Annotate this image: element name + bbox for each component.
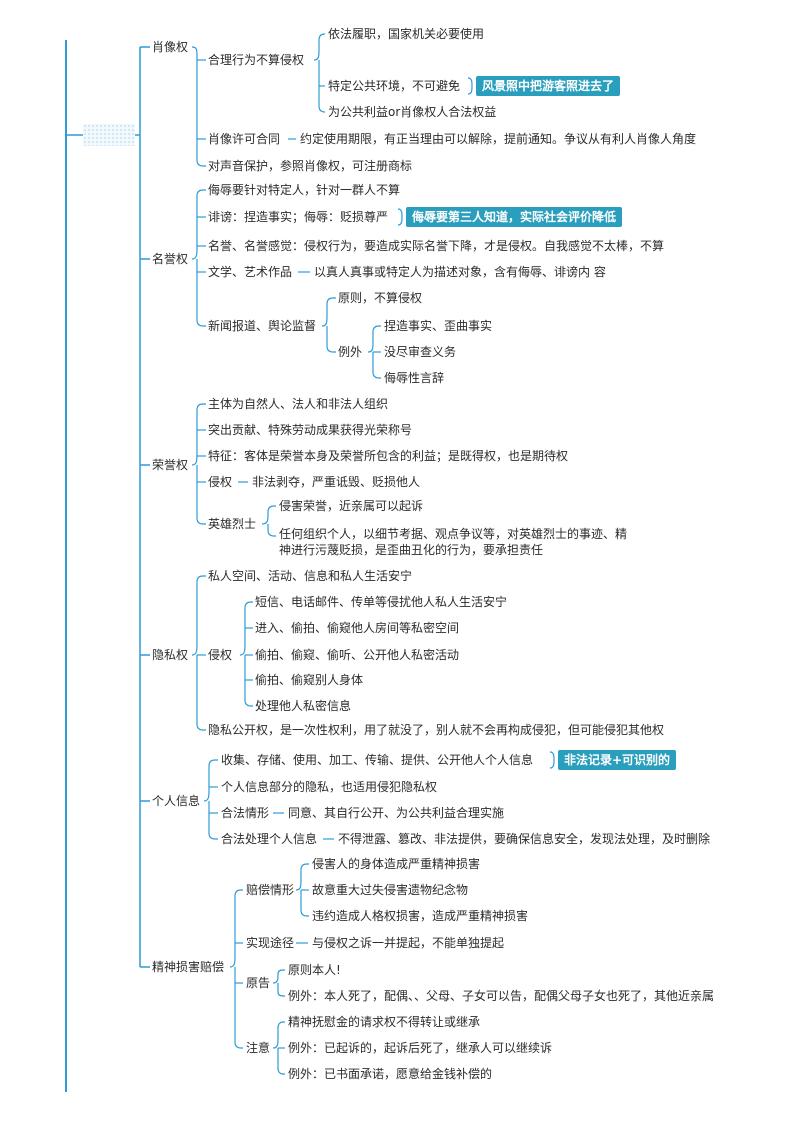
node-portrait-right: 肖像权 bbox=[152, 40, 189, 54]
node-privacy-c: 隐私公开权，是一次性权利，用了就没了，别人就不会再构成侵犯，但可能侵犯其他权 bbox=[208, 723, 665, 737]
node-mental-c1: 原则本人! bbox=[288, 963, 341, 977]
node-honor-e: 英雄烈士 bbox=[208, 517, 257, 531]
node-honor-e2-line2: 神进行污蔑贬损，是歪曲丑化的行为，要承担责任 bbox=[279, 543, 544, 557]
node-honor-d-detail: 非法剥夺，严重诋毁、贬损他人 bbox=[252, 475, 421, 489]
node-reputation-e2c: 侮辱性言辞 bbox=[384, 371, 445, 385]
node-mental-a: 赔偿情形 bbox=[246, 883, 295, 897]
node-personal-info-d-detail: 不得泄露、篡改、非法提供，要确保信息安全，发现法处理，及时删除 bbox=[338, 832, 711, 846]
node-portrait-license-detail: 约定使用期限，有正当理由可以解除，提前通知。争议从有利人肖像人角度 bbox=[300, 132, 697, 146]
node-honor-d: 侵权 bbox=[208, 475, 233, 489]
node-privacy-b5: 处理他人私密信息 bbox=[255, 699, 352, 713]
node-portrait-r1: 依法履职，国家机关必要使用 bbox=[328, 27, 485, 41]
node-mental-c: 原告 bbox=[246, 976, 271, 990]
node-privacy-b2: 进入、偷拍、偷窥他人房间等私密空间 bbox=[255, 621, 460, 635]
node-mental-damage: 精神损害赔偿 bbox=[152, 960, 225, 974]
node-personal-info-b: 个人信息部分的隐私，也适用侵犯隐私权 bbox=[221, 780, 438, 794]
node-privacy-b3: 偷拍、偷窥、偷听、公开他人私密活动 bbox=[255, 648, 460, 662]
root-node bbox=[83, 124, 135, 146]
node-personal-info-a: 收集、存储、使用、加工、传输、提供、公开他人个人信息 bbox=[221, 753, 534, 767]
node-reputation-a: 侮辱要针对特定人，针对一群人不算 bbox=[208, 183, 401, 197]
node-mental-c2: 例外：本人死了，配偶、、父母、子女可以告，配偶父母子女也死了，其他近亲属 bbox=[288, 989, 715, 1003]
node-privacy-b: 侵权 bbox=[208, 648, 233, 662]
node-reputation-e: 新闻报道、舆论监督 bbox=[208, 319, 317, 333]
node-honor-b: 突出贡献、特殊劳动成果获得光荣称号 bbox=[208, 423, 413, 437]
node-reputation-e2: 例外 bbox=[338, 345, 363, 359]
node-reputation-e2b: 没尽审查义务 bbox=[384, 345, 457, 359]
node-mental-d3: 例外：已书面承诺，愿意给金钱补偿的 bbox=[288, 1067, 493, 1081]
node-reputation-c: 名誉、名誉感觉：侵权行为，要造成实际名誉下降，才是侵权。自我感觉不太棒，不算 bbox=[208, 239, 665, 253]
node-honor-e1: 侵害荣誉，近亲属可以起诉 bbox=[279, 499, 424, 513]
node-personal-info: 个人信息 bbox=[152, 794, 201, 808]
node-honor-a: 主体为自然人、法人和非法人组织 bbox=[208, 397, 389, 411]
node-reputation-right: 名誉权 bbox=[152, 252, 189, 266]
node-portrait-license: 肖像许可合同 bbox=[208, 132, 281, 146]
node-privacy-b4: 偷拍、偷窥别人身体 bbox=[255, 673, 364, 687]
node-mental-a1: 侵害人的身体造成严重精神损害 bbox=[312, 857, 481, 871]
node-reputation-b: 诽谤：捏造事实；侮辱：贬损尊严 bbox=[208, 210, 389, 224]
node-reputation-e2a: 捏造事实、歪曲事实 bbox=[384, 319, 493, 333]
node-personal-info-c: 合法情形 bbox=[221, 806, 270, 820]
node-privacy-right: 隐私权 bbox=[152, 648, 189, 662]
node-reputation-e1: 原则，不算侵权 bbox=[338, 291, 423, 305]
node-portrait-voice: 对声音保护，参照肖像权，可注册商标 bbox=[208, 159, 413, 173]
note-personal-info-a: 非法记录+可识别的 bbox=[558, 750, 677, 770]
node-mental-a2: 故意重大过失侵害遗物纪念物 bbox=[312, 883, 469, 897]
note-portrait-r2: 风景照中把游客照进去了 bbox=[476, 76, 621, 96]
node-mental-d: 注意 bbox=[246, 1041, 271, 1055]
node-reputation-d: 文学、艺术作品 bbox=[208, 265, 293, 279]
node-reputation-d-detail: 以真人真事或特定人为描述对象，含有侮辱、诽谤内 容 bbox=[314, 265, 606, 279]
node-mental-b-detail: 与侵权之诉一并提起，不能单独提起 bbox=[312, 936, 505, 950]
node-portrait-r3: 为公共利益or肖像权人合法权益 bbox=[328, 105, 497, 119]
node-privacy-b1: 短信、电话邮件、传单等侵扰他人私人生活安宁 bbox=[255, 595, 508, 609]
note-reputation-b: 侮辱要第三人知道，实际社会评价降低 bbox=[406, 207, 623, 227]
node-honor-right: 荣誉权 bbox=[152, 458, 189, 472]
node-mental-d2: 例外：已起诉的，起诉后死了，继承人可以继续诉 bbox=[288, 1041, 553, 1055]
node-mental-a3: 违约造成人格权损害，造成严重精神损害 bbox=[312, 909, 529, 923]
node-mental-b: 实现途径 bbox=[246, 936, 295, 950]
node-portrait-reasonable: 合理行为不算侵权 bbox=[208, 53, 305, 67]
node-portrait-r2: 特定公共环境，不可避免 bbox=[328, 79, 461, 93]
node-privacy-a: 私人空间、活动、信息和私人生活安宁 bbox=[208, 569, 413, 583]
node-personal-info-d: 合法处理个人信息 bbox=[221, 832, 318, 846]
node-honor-c: 特征：客体是荣誉本身及荣誉所包含的利益；是既得权，也是期待权 bbox=[208, 449, 569, 463]
node-personal-info-c-detail: 同意、其自行公开、为公共利益合理实施 bbox=[288, 806, 505, 820]
node-mental-d1: 精神抚慰金的请求权不得转让或继承 bbox=[288, 1015, 481, 1029]
node-honor-e2-line1: 任何组织个人，以细节考据、观点争议等，对英雄烈士的事迹、精 bbox=[279, 527, 628, 541]
